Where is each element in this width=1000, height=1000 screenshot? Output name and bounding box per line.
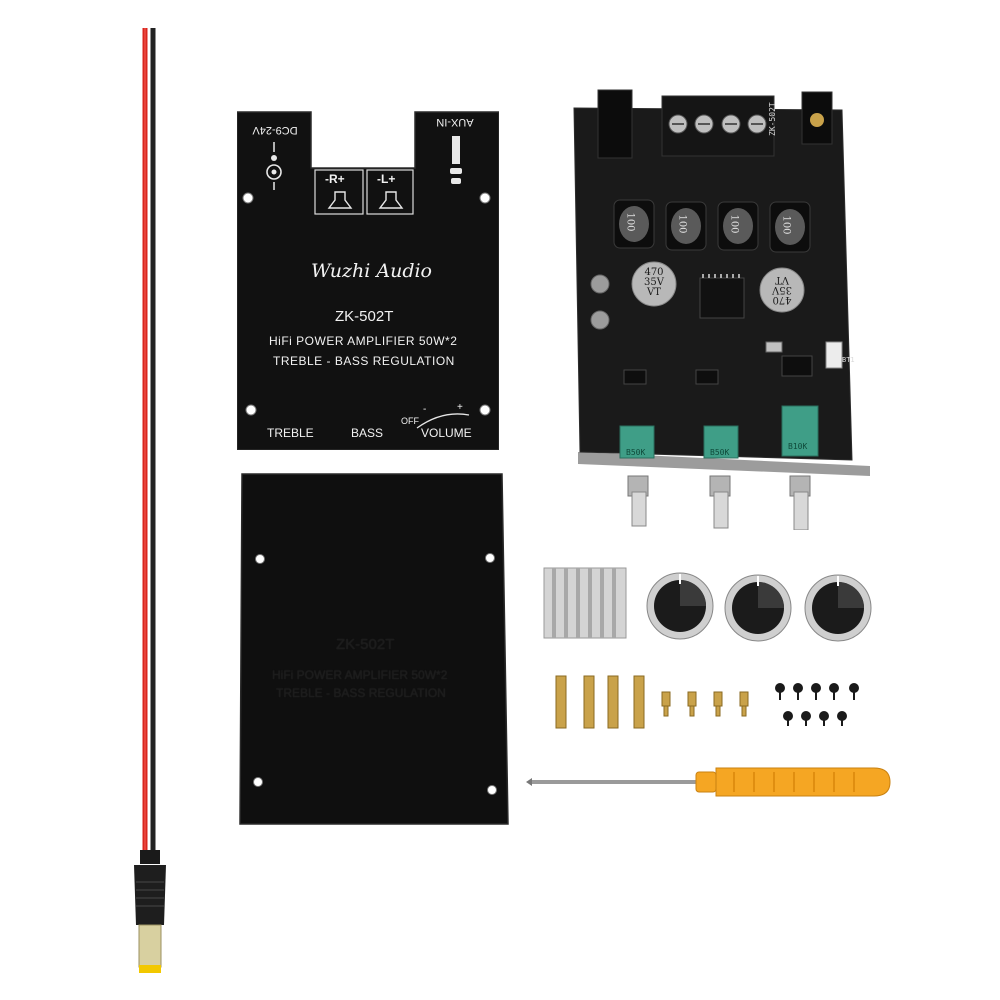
inductor-label: 100 — [624, 212, 636, 232]
volume-off-label: OFF — [401, 416, 419, 426]
bottom-panel-headline: HiFi POWER AMPLIFIER 50W*2 — [272, 668, 448, 682]
aux-jack-icon — [450, 136, 462, 184]
power-input-label: DC9-24V — [252, 124, 298, 136]
volume-pot-value: B10K — [788, 442, 808, 451]
knob-treble — [646, 572, 714, 640]
knob-bass — [724, 574, 792, 642]
knob-volume — [804, 574, 872, 642]
bottom-acrylic-panel: ZK-502T HiFi POWER AMPLIFIER 50W*2 TREBL… — [238, 472, 510, 826]
treble-label: TREBLE — [267, 426, 314, 440]
inductor-label: 100 — [780, 215, 792, 235]
brand-script: Wuzhi Audio — [311, 260, 432, 282]
bass-pot-value: B50K — [710, 448, 730, 457]
bottom-panel-subline: TREBLE - BASS REGULATION — [276, 686, 446, 700]
bluetooth-label: BT1 — [842, 356, 855, 364]
dc-power-cable — [134, 28, 166, 973]
speaker-icon — [327, 191, 353, 209]
dc-plug-tip — [139, 965, 161, 973]
heat-shrink — [140, 850, 160, 864]
board-model-silk: ZK-502T — [768, 102, 777, 136]
volume-minus-label: - — [423, 404, 427, 415]
dc-plug-barrel — [138, 924, 162, 968]
inductor-label: 100 — [728, 214, 740, 234]
heatsink — [543, 567, 627, 639]
volume-label: VOLUME — [421, 426, 472, 440]
dc-plug-body — [134, 865, 166, 925]
brass-standoffs — [555, 675, 749, 729]
panel-model: ZK-502T — [335, 308, 394, 325]
bass-label: BASS — [351, 426, 384, 440]
speaker-icon — [378, 191, 404, 209]
top-acrylic-panel: DC9-24V -R+ -L+ AUX-IN Wuzhi Audio ZK-50… — [237, 110, 499, 450]
power-jack-icon — [266, 142, 282, 190]
treble-pot-value: B50K — [626, 448, 646, 457]
volume-plus-label: + — [457, 402, 463, 413]
screws — [775, 683, 859, 726]
speaker-right-label: -R+ — [325, 172, 345, 186]
aux-input-label: AUX-IN — [436, 116, 474, 128]
panel-headline: HiFi POWER AMPLIFIER 50W*2 — [269, 334, 458, 348]
screwdriver — [526, 767, 891, 797]
speaker-left-label: -L+ — [377, 172, 396, 186]
inductor-label: 100 — [676, 214, 688, 234]
bottom-panel-model: ZK-502T — [336, 636, 395, 653]
panel-subline: TREBLE - BASS REGULATION — [273, 354, 455, 368]
